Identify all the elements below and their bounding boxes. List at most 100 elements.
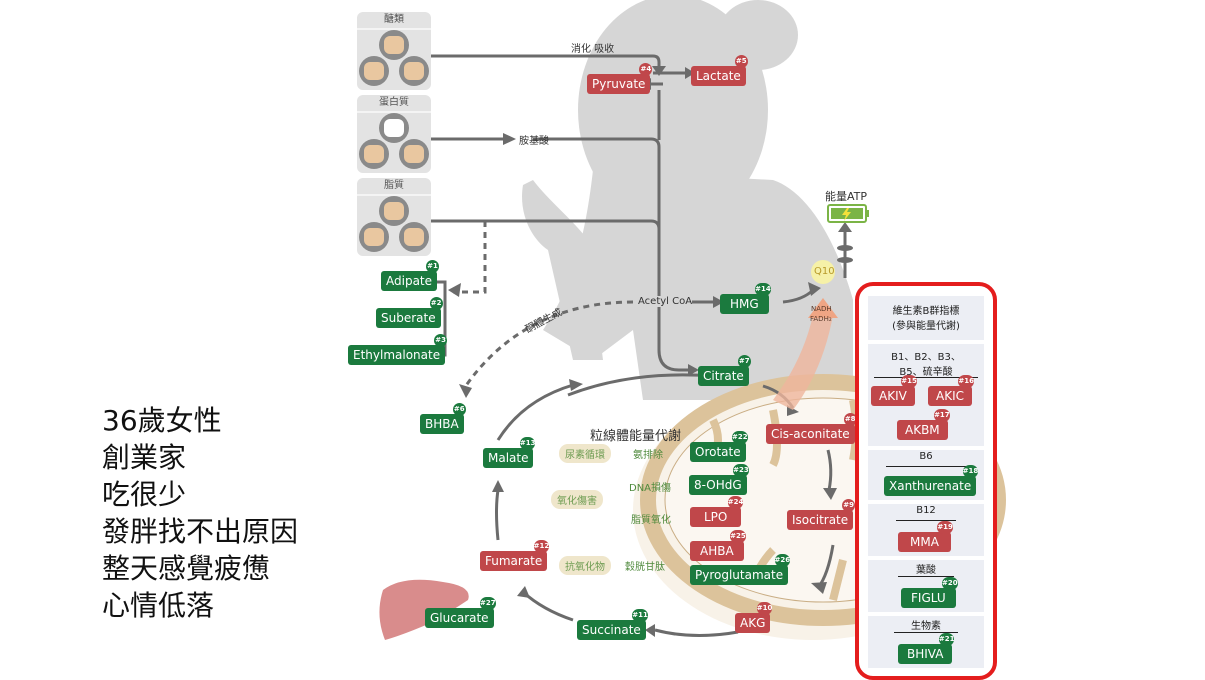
atp-label: 能量ATP [825, 190, 868, 203]
marker-number: #25 [730, 530, 746, 543]
marker-glucarate[interactable]: Glucarate#27 [425, 597, 496, 628]
vitamin-section-biotin: 生物素 BHIVA#21 [868, 616, 984, 668]
marker-number: #11 [632, 609, 648, 622]
nadh-flow [773, 298, 838, 410]
marker-number: #1 [426, 260, 440, 273]
marker-citrate[interactable]: Citrate#7 [698, 355, 751, 386]
case-note: 36歲女性 [102, 404, 222, 437]
marker-number: #4 [639, 63, 653, 76]
marker-succinate[interactable]: Succinate#11 [577, 609, 648, 640]
marker-bhba[interactable]: BHBA#6 [420, 403, 466, 434]
marker-ethylmalonate[interactable]: Ethylmalonate#3 [348, 334, 448, 365]
avocado-icon [399, 222, 429, 252]
marker-number: #5 [734, 55, 748, 68]
marker-number: #3 [434, 334, 448, 347]
marker-number: #6 [452, 403, 466, 416]
nadh-label: NADH [811, 305, 832, 313]
divider [898, 576, 954, 577]
marker-hmg[interactable]: HMG#14 [720, 283, 771, 314]
marker-8-ohdg[interactable]: 8-OHdG#23 [689, 464, 749, 495]
case-notes: 36歲女性 創業家 吃很少 發胖找不出原因 整天感覺疲憊 心情低落 [102, 402, 298, 624]
bread-icon [359, 56, 389, 86]
coconut-icon [359, 222, 389, 252]
marker-akic[interactable]: AKIC#16 [928, 375, 974, 406]
case-note: 心情低落 [102, 589, 215, 622]
marker-number: #10 [756, 602, 773, 615]
marker-orotate[interactable]: Orotate#22 [690, 431, 748, 462]
marker-fumarate[interactable]: Fumarate#12 [480, 540, 550, 571]
egg-icon [379, 113, 409, 143]
case-note: 整天感覺疲憊 [102, 552, 271, 585]
battery-icon [827, 204, 869, 223]
marker-number: #23 [733, 464, 749, 477]
vitamin-b-panel: 維生素B群指標 (參與能量代謝) B1、B2、B3、 B5、硫辛酸 AKIV#1… [855, 282, 997, 680]
acetyl-coa-label: Acetyl CoA [638, 296, 693, 307]
arrowheads [448, 66, 837, 637]
process-lipid-oxidation: 脂質氧化 [631, 515, 671, 526]
food-panel-title: 醣類 [357, 12, 431, 30]
vitamin-section-b1: B1、B2、B3、 B5、硫辛酸 AKIV#15 AKIC#16 AKBM#17 [868, 344, 984, 446]
marker-number: #15 [901, 375, 917, 388]
marker-suberate[interactable]: Suberate#2 [376, 297, 443, 328]
marker-number: #12 [533, 540, 550, 553]
fish-icon [399, 139, 429, 169]
vitamin-panel-title: 維生素B群指標 [892, 306, 960, 317]
food-panel-fat: 脂質 [357, 178, 431, 256]
marker-number: #7 [737, 355, 751, 368]
marker-akiv[interactable]: AKIV#15 [871, 375, 917, 406]
electron-transport-chain [837, 222, 853, 278]
food-panel-title: 脂質 [357, 178, 431, 196]
category-antioxidant: 抗氧化物 [559, 556, 611, 575]
marker-xanthurenate[interactable]: Xanthurenate#18 [884, 465, 979, 496]
marker-number: #21 [938, 633, 955, 646]
marker-ahba[interactable]: AHBA#25 [690, 530, 746, 561]
dashed-arrows [453, 221, 634, 391]
marker-number: #26 [774, 554, 791, 567]
rice-bowl-icon [379, 30, 409, 60]
case-note: 發胖找不出原因 [102, 515, 299, 548]
metabolism-diagram: 醣類 蛋白質 脂質 消化 吸收 胺基酸 Acetyl CoA 酮體生成 能量AT… [333, 0, 1205, 680]
marker-bhiva[interactable]: BHIVA#21 [898, 633, 955, 664]
oil-bottle-icon [379, 196, 409, 226]
marker-number: #17 [934, 409, 950, 422]
marker-pyruvate[interactable]: Pyruvate#4 [587, 63, 653, 94]
liver-icon [379, 579, 469, 640]
marker-isocitrate[interactable]: Isocitrate#9 [787, 499, 856, 530]
marker-figlu[interactable]: FIGLU#20 [901, 577, 958, 608]
divider [874, 377, 978, 378]
q10-icon [811, 260, 835, 284]
marker-adipate[interactable]: Adipate#1 [381, 260, 440, 291]
marker-cis-aconitate[interactable]: Cis-aconitate#8 [766, 413, 857, 444]
marker-lactate[interactable]: Lactate#5 [691, 55, 748, 86]
woman-silhouette [522, 0, 853, 420]
marker-number: #27 [479, 597, 496, 610]
q10-label: Q10 [814, 266, 835, 277]
marker-pyroglutamate[interactable]: Pyroglutamate#26 [690, 554, 791, 585]
mito-title: 粒線體能量代謝 [590, 429, 682, 444]
vitamin-section-folate: 葉酸 FIGLU#20 [868, 560, 984, 612]
vitamin-panel-header: 維生素B群指標 (參與能量代謝) [868, 296, 984, 340]
divider [886, 466, 966, 467]
marker-number: #2 [429, 297, 443, 310]
amino-acids-label: 胺基酸 [519, 136, 549, 147]
process-ammonia: 氨排除 [633, 450, 663, 461]
food-panel-carbs: 醣類 [357, 12, 431, 90]
process-glutathione: 穀胱甘肽 [625, 562, 665, 573]
marker-number: #8 [843, 413, 857, 426]
case-note: 吃很少 [102, 478, 187, 511]
marker-number: #20 [942, 577, 958, 590]
marker-akbm[interactable]: AKBM#17 [897, 409, 950, 440]
marker-number: #16 [958, 375, 974, 388]
banana-icon [399, 56, 429, 86]
marker-number: #22 [732, 431, 748, 444]
divider [896, 520, 956, 521]
food-panel-protein: 蛋白質 [357, 95, 431, 173]
fadh2-label: FADH₂ [810, 315, 832, 323]
marker-number: #24 [727, 496, 744, 509]
marker-number: #14 [755, 283, 771, 296]
category-urea-cycle: 尿素循環 [559, 444, 611, 463]
marker-lpo[interactable]: LPO#24 [690, 496, 744, 527]
marker-akg[interactable]: AKG#10 [735, 602, 773, 633]
marker-mma[interactable]: MMA#19 [898, 521, 953, 552]
marker-malate[interactable]: Malate#13 [483, 437, 536, 468]
